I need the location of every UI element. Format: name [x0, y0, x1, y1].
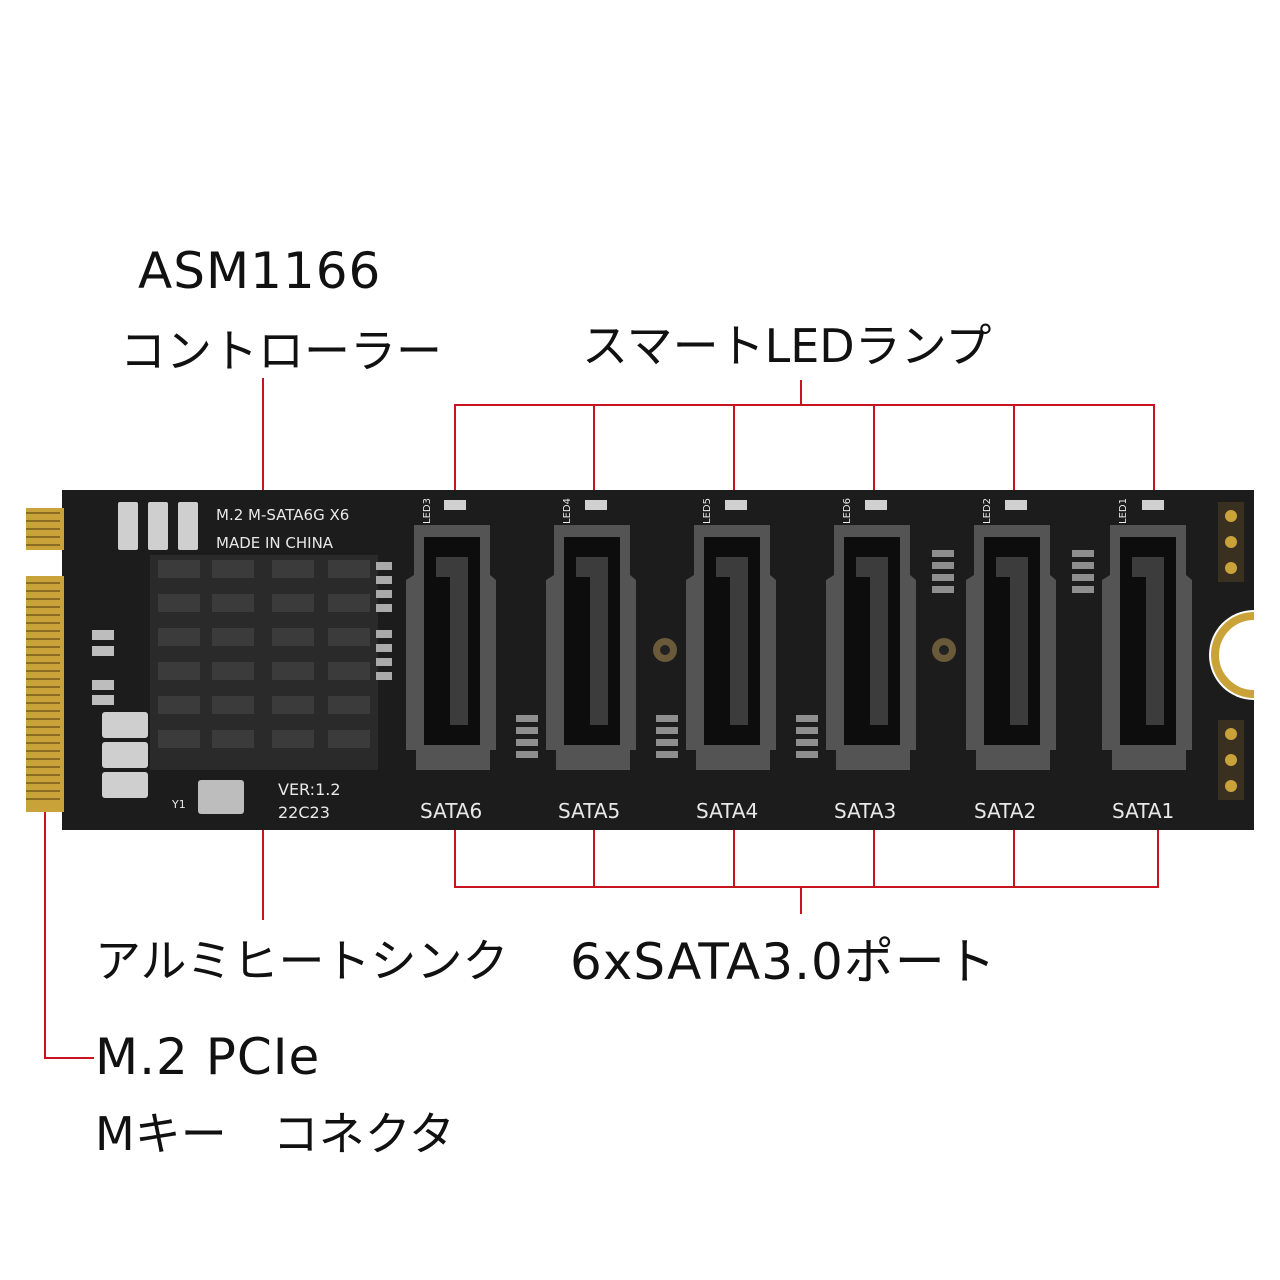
port-label-sata1: SATA1	[1112, 799, 1174, 823]
right-edge-pads	[1209, 502, 1254, 800]
connector-callout-horizontal	[44, 1057, 94, 1059]
silk-crystal: Y1	[171, 798, 186, 811]
led-label-led5: LED5	[702, 498, 713, 524]
led-label-led3: LED3	[422, 498, 433, 524]
capacitor-row-top	[118, 502, 198, 550]
silk-title: M.2 M-SATA6G X6	[216, 506, 349, 524]
sata-port-5	[546, 525, 636, 770]
gold-edge-connector	[26, 508, 64, 812]
silk-version: VER:1.2	[278, 780, 341, 799]
aluminum-heatsink	[150, 555, 378, 770]
sata-port-4	[686, 525, 776, 770]
connector-label-line1: M.2 PCIe	[95, 1028, 321, 1086]
silk-origin: MADE IN CHINA	[216, 534, 334, 552]
led-indicators	[444, 500, 1164, 510]
sata-port-6	[406, 525, 496, 770]
led-label-led4: LED4	[562, 498, 573, 524]
ports-callout-tick-4	[873, 826, 875, 888]
port-label-sata6: SATA6	[420, 799, 482, 823]
led-callout-bar	[454, 404, 1155, 406]
led-callout-stem	[800, 380, 802, 405]
led-callout-tick-3	[733, 404, 735, 499]
connector-label-line2: Mキー コネクタ	[95, 1107, 455, 1161]
sata-port-2	[966, 525, 1056, 770]
port-labels: SATA6 SATA5 SATA4 SATA3 SATA2 SATA1	[420, 799, 1174, 823]
ports-callout-tick-3	[733, 826, 735, 888]
led-label-led1: LED1	[1118, 498, 1129, 524]
led-label-led2: LED2	[982, 498, 993, 524]
controller-label: コントローラー	[120, 324, 442, 378]
heatsink-label: アルミヒートシンク	[95, 934, 509, 988]
ports-callout-tick-5	[1013, 826, 1015, 888]
m2-sata-expansion-card: M.2 M-SATA6G X6 MADE IN CHINA VER:1.2 22…	[22, 490, 1254, 830]
crystal-oscillator	[198, 780, 244, 814]
ports-callout-stem	[800, 886, 802, 914]
silk-date-code: 22C23	[278, 803, 330, 822]
port-label-sata3: SATA3	[834, 799, 896, 823]
led-callout-tick-6	[1153, 404, 1155, 499]
led-label: スマートLEDランプ	[582, 319, 992, 373]
ports-label: 6xSATA3.0ポート	[570, 933, 997, 991]
led-callout-tick-2	[593, 404, 595, 499]
controller-callout-line	[262, 378, 264, 518]
ports-callout-bar	[454, 886, 1159, 888]
capacitor-row-bottom	[102, 712, 148, 798]
controller-model-label: ASM1166	[138, 242, 382, 300]
port-label-sata4: SATA4	[696, 799, 758, 823]
connector-callout-vertical	[44, 670, 46, 1058]
ports-callout-tick-6	[1157, 826, 1159, 888]
port-label-sata5: SATA5	[558, 799, 620, 823]
sata-port-1	[1102, 525, 1192, 770]
ports-callout-tick-2	[593, 826, 595, 888]
led-callout-tick-1	[454, 404, 456, 499]
led-label-led6: LED6	[842, 498, 853, 524]
sata-port-3	[826, 525, 916, 770]
led-callout-tick-4	[873, 404, 875, 499]
port-label-sata2: SATA2	[974, 799, 1036, 823]
ports-callout-tick-1	[454, 826, 456, 888]
led-callout-tick-5	[1013, 404, 1015, 499]
